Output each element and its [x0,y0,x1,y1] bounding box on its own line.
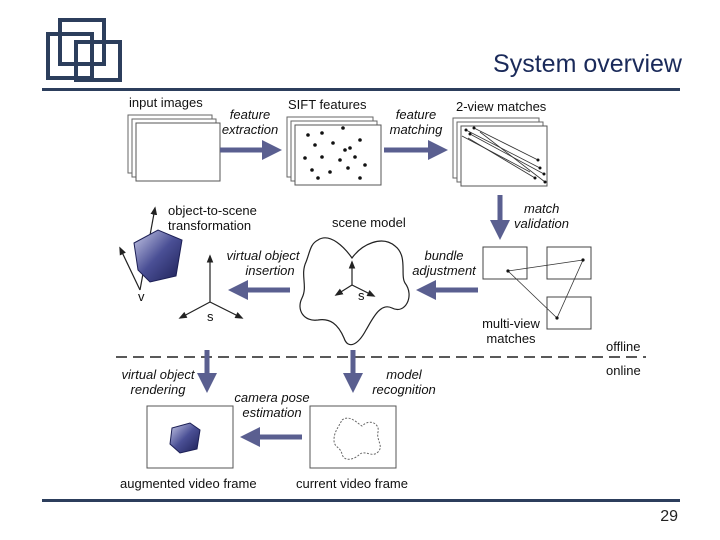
label-multi-view-matches-line2: matches [486,331,536,346]
label-multi-view-matches-line1: multi-view [482,316,540,331]
label-feature-extraction: feature extraction [218,107,282,137]
label-feature-extraction-line1: feature [229,107,271,122]
multi-view-matches-boxes [482,246,592,330]
label-input-images: input images [129,95,203,110]
label-object-to-scene-line1: object-to-scene [168,203,257,218]
label-bundle-adjustment-line2: adjustment [412,263,476,278]
label-feature-extraction-line2: extraction [221,122,279,137]
label-camera-pose-estimation-line1: camera pose [234,390,310,405]
label-bundle-adjustment: bundle adjustment [406,248,482,278]
label-bundle-adjustment-line1: bundle [424,248,464,263]
footer-divider [42,499,680,502]
augmented-video-frame-box [146,405,234,469]
label-feature-matching-line2: matching [389,122,443,137]
label-virtual-object-rendering-line2: rendering [130,382,186,397]
object-axes [178,254,244,319]
label-offline: offline [606,339,641,354]
label-match-validation-line2: validation [514,216,569,231]
label-feature-matching-line1: feature [395,107,437,122]
page-number: 29 [660,508,678,525]
label-model-recognition-line2: recognition [372,382,436,397]
label-match-validation: match validation [514,201,569,231]
sift-features-stack [286,116,382,186]
label-axis-v: v [138,289,145,304]
label-online: online [606,363,641,378]
slide-title: System overview [493,50,682,78]
label-model-recognition: model recognition [366,367,442,397]
label-camera-pose-estimation-line2: estimation [242,405,302,420]
current-video-frame-box [309,405,397,469]
label-virtual-object-insertion-line1: virtual object [226,248,300,263]
label-current-video-frame: current video frame [296,476,408,491]
label-sift-features: SIFT features [288,97,367,112]
label-axis-s-left: s [207,309,214,324]
two-view-matches-stack [452,117,548,187]
input-images-stack [127,114,221,182]
logo-icon [46,18,122,82]
label-match-validation-line1: match [524,201,560,216]
label-object-to-scene-line2: transformation [168,218,252,233]
label-model-recognition-line1: model [386,367,422,382]
label-camera-pose-estimation: camera pose estimation [226,390,318,420]
label-multi-view-matches: multi-view matches [476,316,546,346]
title-divider [42,88,680,91]
scene-model-shape [299,237,410,346]
label-axis-s-model: s [358,288,365,303]
label-virtual-object-insertion-line2: insertion [245,263,295,278]
virtual-object-3d [119,206,183,291]
label-virtual-object-rendering-line1: virtual object [121,367,195,382]
label-scene-model: scene model [332,215,406,230]
label-two-view-matches: 2-view matches [456,99,547,114]
label-virtual-object-insertion: virtual object insertion [220,248,306,278]
label-feature-matching: feature matching [384,107,448,137]
label-object-to-scene: object-to-scene transformation [168,203,257,233]
label-augmented-video-frame: augmented video frame [120,476,257,491]
label-virtual-object-rendering: virtual object rendering [112,367,204,397]
